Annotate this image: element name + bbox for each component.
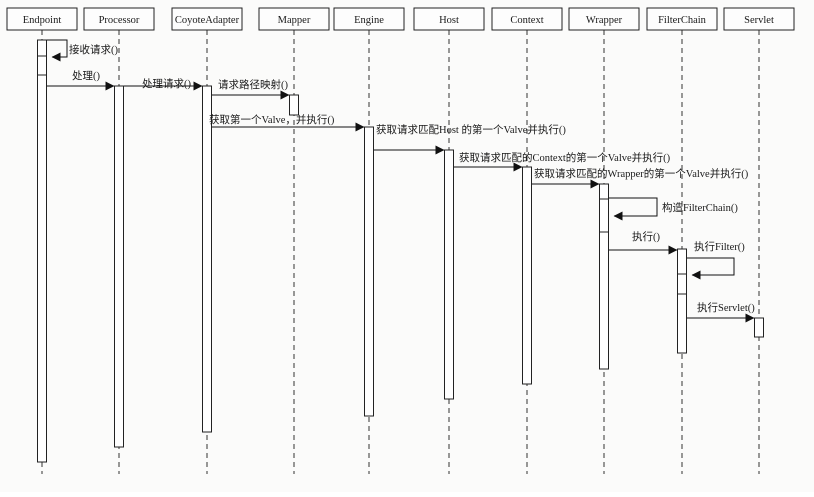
message-label-wrapper-valve: 获取请求匹配的Wrapper的第一个Valve并执行(): [534, 167, 749, 180]
message-label-exec-filter: 执行Filter(): [694, 240, 745, 253]
activation-wrapper-8: [599, 183, 609, 370]
participant-box-context: [491, 7, 563, 31]
activation-engine-5: [364, 126, 374, 417]
activation-host-6: [444, 149, 454, 400]
activation-endpoint-0: [37, 39, 47, 463]
message-label-context-valve: 获取请求匹配的Context的第一个Valve并执行(): [459, 151, 671, 164]
participant-label-filterchain: FilterChain: [658, 15, 707, 26]
participant-box-wrapper: [568, 7, 640, 31]
participant-label-endpoint: Endpoint: [23, 15, 62, 26]
activation-filterchain-10: [677, 248, 687, 354]
activation-wrapper-9: [599, 198, 609, 233]
message-arrow-accept: [47, 39, 68, 62]
message-label-process: 处理(): [72, 70, 100, 82]
participant-box-engine: [333, 7, 405, 31]
participant-box-filterchain: [646, 7, 718, 31]
activation-servlet-12: [754, 317, 764, 338]
message-label-exec-servlet: 执行Servlet(): [697, 301, 755, 314]
participant-box-mapper: [258, 7, 330, 31]
activation-context-7: [522, 166, 532, 385]
message-arrow-exec-filter: [687, 257, 735, 280]
participant-box-host: [413, 7, 485, 31]
message-label-host-valve: 获取请求匹配Host 的第一个Valve并执行(): [376, 123, 566, 136]
participant-box-coyoteadapter: [171, 7, 243, 31]
message-label-build-chain: 构造FilterChain(): [662, 201, 738, 214]
participant-label-mapper: Mapper: [278, 15, 311, 26]
message-label-map: 请求路径映射(): [218, 78, 288, 91]
participant-label-wrapper: Wrapper: [586, 15, 623, 26]
participant-label-processor: Processor: [99, 15, 140, 26]
message-label-execute: 执行(): [632, 230, 660, 243]
participant-box-servlet: [723, 7, 795, 31]
participant-box-endpoint: [6, 7, 78, 31]
activation-mapper-4: [289, 94, 299, 116]
message-label-accept: 接收请求(): [69, 43, 118, 56]
participant-label-context: Context: [510, 15, 543, 26]
message-arrow-build-chain: [609, 197, 658, 221]
activation-processor-2: [114, 85, 124, 448]
participant-label-host: Host: [439, 15, 459, 26]
message-label-first-valve: 获取第一个Valve，并执行(): [209, 113, 335, 126]
activation-endpoint-1: [37, 55, 47, 76]
participant-label-coyoteadapter: CoyoteAdapter: [175, 15, 240, 26]
participant-label-engine: Engine: [354, 15, 384, 26]
participant-label-servlet: Servlet: [744, 15, 774, 26]
message-label-handle: 处理请求(): [142, 77, 191, 90]
participant-box-processor: [83, 7, 155, 31]
activation-coyoteadapter-3: [202, 85, 212, 433]
activation-filterchain-11: [677, 273, 687, 295]
